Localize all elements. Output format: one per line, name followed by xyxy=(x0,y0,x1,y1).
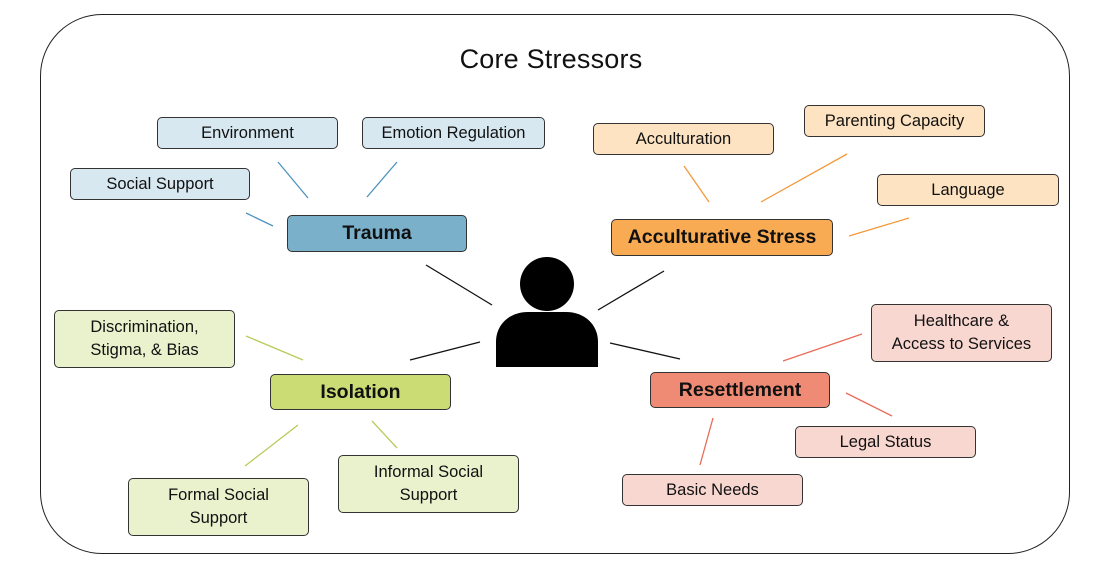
node-informal-social-support: Informal Social Support xyxy=(338,455,519,513)
diagram-title: Core Stressors xyxy=(459,44,643,74)
node-discrimination: Discrimination, Stigma, & Bias xyxy=(54,310,235,368)
connector-res-basic xyxy=(699,417,714,466)
connector-iso-discrimination xyxy=(245,335,304,361)
connector-center-acculturative xyxy=(597,270,665,311)
node-parenting-capacity: Parenting Capacity xyxy=(804,105,985,137)
connector-acc-language xyxy=(848,217,910,237)
node-language: Language xyxy=(877,174,1059,206)
diagram-frame xyxy=(40,14,1070,554)
hub-acculturative-stress: Acculturative Stress xyxy=(611,219,833,256)
connector-trauma-environment xyxy=(277,161,309,199)
connector-iso-informal xyxy=(371,420,398,449)
connector-acc-parenting xyxy=(760,153,848,203)
node-social-support: Social Support xyxy=(70,168,250,200)
node-acculturation: Acculturation xyxy=(593,123,774,155)
connector-acc-acculturation xyxy=(683,165,710,203)
node-environment: Environment xyxy=(157,117,338,149)
connector-center-resettlement xyxy=(609,342,681,360)
node-basic-needs: Basic Needs xyxy=(622,474,803,506)
hub-trauma: Trauma xyxy=(287,215,467,252)
node-formal-social-support: Formal Social Support xyxy=(128,478,309,536)
hub-resettlement: Resettlement xyxy=(650,372,830,408)
connector-center-isolation xyxy=(409,341,481,361)
connector-center-trauma xyxy=(425,264,493,306)
node-legal-status: Legal Status xyxy=(795,426,976,458)
node-healthcare-access: Healthcare & Access to Services xyxy=(871,304,1052,362)
connector-res-healthcare xyxy=(782,333,863,362)
node-emotion-regulation: Emotion Regulation xyxy=(362,117,545,149)
connector-trauma-emotion-regulation xyxy=(366,161,398,198)
hub-isolation: Isolation xyxy=(270,374,451,410)
connector-trauma-social-support xyxy=(245,212,274,227)
connector-res-legal xyxy=(845,392,893,417)
person-icon xyxy=(496,257,598,367)
connector-iso-formal xyxy=(244,424,299,467)
